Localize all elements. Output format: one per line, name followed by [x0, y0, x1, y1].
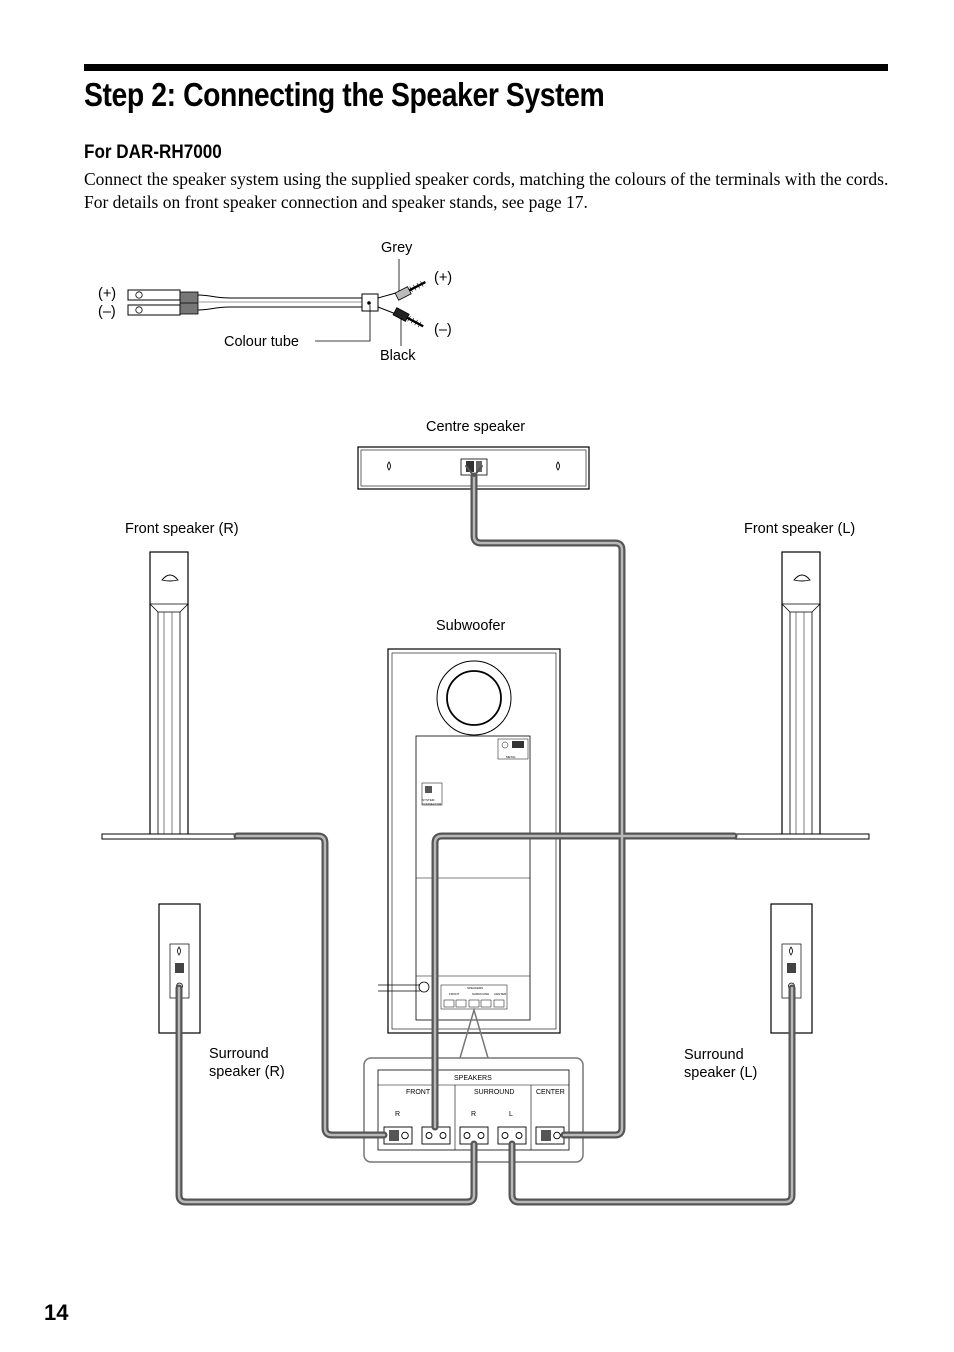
- svg-text:SPEAKERS: SPEAKERS: [467, 986, 483, 990]
- svg-text:SURROUND: SURROUND: [472, 992, 490, 996]
- minus-left-label: (–): [98, 304, 116, 320]
- surround-speaker-r: [158, 903, 201, 1034]
- plus-right-label: (+): [434, 270, 452, 286]
- panel-surround-r-label: R: [471, 1111, 476, 1118]
- subwoofer-label: Subwoofer: [436, 618, 505, 634]
- page-title: Step 2: Connecting the Speaker System: [84, 76, 605, 113]
- centre-speaker-label: Centre speaker: [426, 419, 525, 435]
- front-speaker-r-label: Front speaker (R): [125, 521, 239, 537]
- colour-tube-label: Colour tube: [224, 334, 299, 350]
- surround-speaker-r-label: Surround speaker (R): [209, 1046, 285, 1080]
- speaker-terminal-panel: [363, 1007, 584, 1163]
- svg-text:CONNECTOR: CONNECTOR: [422, 802, 442, 806]
- svg-text:SYSTEM: SYSTEM: [422, 798, 435, 802]
- svg-text:METAL: METAL: [506, 755, 516, 759]
- panel-front-label: FRONT: [406, 1089, 431, 1096]
- panel-speakers-label: SPEAKERS: [454, 1075, 492, 1082]
- black-label: Black: [380, 348, 416, 364]
- panel-center-label: CENTER: [536, 1089, 565, 1096]
- svg-text:FRONT: FRONT: [449, 992, 459, 996]
- speaker-cord-illustration: [127, 259, 426, 346]
- panel-surround-l-label: L: [509, 1111, 513, 1118]
- speaker-cables: [175, 465, 796, 1206]
- instruction-paragraph: Connect the speaker system using the sup…: [84, 169, 889, 212]
- grey-label: Grey: [381, 240, 413, 256]
- front-speaker-l-label: Front speaker (L): [744, 521, 855, 537]
- plus-left-label: (+): [98, 286, 116, 302]
- surround-speaker-l-label: Surround speaker (L): [684, 1047, 757, 1081]
- subwoofer: METAL SYSTEM CONNECTOR SPEAKERS FRONT SU…: [378, 648, 561, 1034]
- page-number: 14: [44, 1300, 69, 1325]
- panel-surround-label: SURROUND: [474, 1089, 514, 1096]
- section-subtitle: For DAR-RH7000: [84, 142, 222, 163]
- front-speaker-r: [101, 551, 238, 840]
- svg-text:CENTER: CENTER: [494, 992, 507, 996]
- front-speaker-l: [733, 551, 870, 840]
- title-rule: [84, 64, 888, 71]
- panel-front-r-label: R: [395, 1111, 400, 1118]
- minus-right-label: (–): [434, 322, 452, 338]
